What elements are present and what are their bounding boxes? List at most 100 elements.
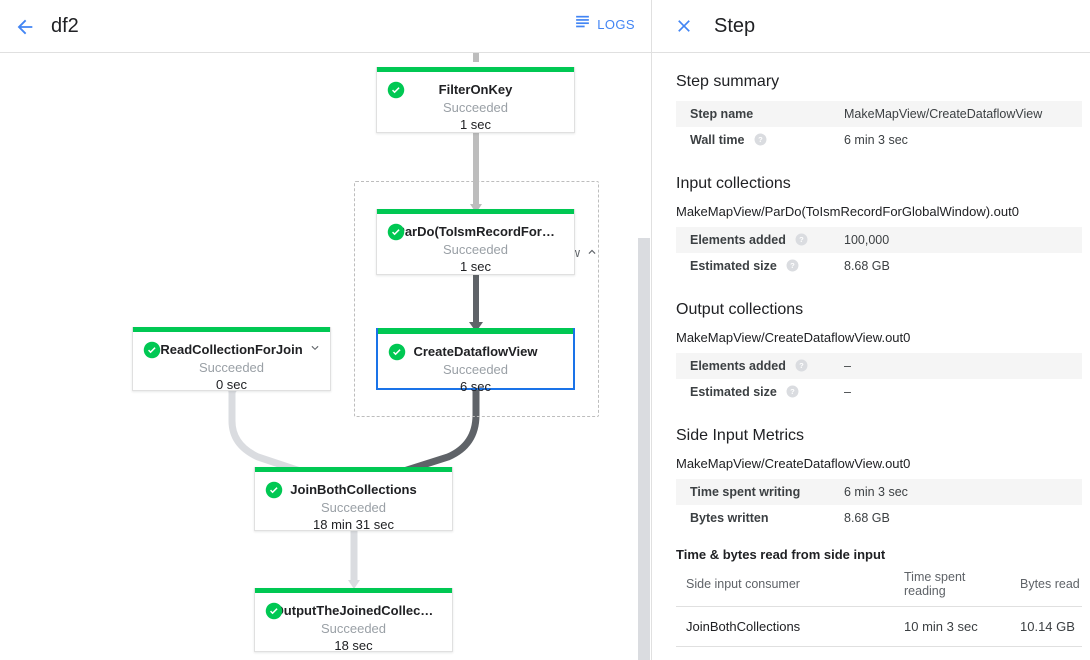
chevron-down-icon[interactable] — [308, 341, 322, 355]
section-input-collections-heading: Input collections — [676, 175, 791, 192]
close-icon[interactable] — [670, 12, 698, 40]
table-row: Estimated size ? 8.68 GB — [676, 253, 1082, 279]
row-value: 6 min 3 sec — [844, 485, 908, 499]
step-panel-body: Step summary Step name MakeMapView/Creat… — [652, 53, 1090, 647]
section-side-input-metrics-heading: Side Input Metrics — [676, 427, 805, 444]
graph-node-filteronkey[interactable]: FilterOnKey Succeeded 1 sec — [376, 67, 575, 133]
node-status: Succeeded — [198, 360, 265, 375]
table-row: Time spent writing 6 min 3 sec — [676, 479, 1082, 505]
top-app-bar: df2 LOGS — [0, 0, 651, 53]
row-key: Elements added ? — [676, 353, 844, 379]
svg-text:?: ? — [791, 261, 796, 270]
row-key-label: Estimated size — [690, 385, 777, 399]
node-title: CreateDataflowView — [413, 344, 538, 359]
help-icon[interactable]: ? — [795, 233, 808, 246]
node-status-bar — [377, 67, 574, 72]
row-key-label: Elements added — [690, 359, 786, 373]
logs-button-label: LOGS — [597, 16, 635, 32]
graph-pane: df2 LOGS — [0, 0, 651, 660]
node-title: JoinBothCollections — [290, 482, 417, 497]
node-duration: 18 sec — [334, 638, 373, 653]
graph-node-pardo-toismrecord[interactable]: ParDo(ToIsmRecordFor… Succeeded 1 sec — [376, 209, 575, 275]
node-duration: 18 min 31 sec — [313, 517, 394, 532]
section-step-summary-heading: Step summary — [676, 73, 780, 90]
column-header-side-input-consumer[interactable]: Side input consumer — [676, 568, 894, 607]
arrow-back-icon[interactable] — [10, 12, 40, 42]
pane-divider — [651, 0, 652, 660]
row-key: Estimated size ? — [676, 379, 844, 405]
row-key: Step name — [690, 107, 754, 121]
row-value: 100,000 — [844, 233, 890, 247]
cell-consumer: JoinBothCollections — [676, 606, 894, 647]
step-summary-table: Step name MakeMapView/CreateDataflowView… — [676, 101, 1082, 153]
chevron-up-icon[interactable] — [585, 245, 599, 259]
check-circle-icon — [265, 481, 283, 499]
table-row: Elements added ? 100,000 — [676, 227, 1082, 253]
row-key: Wall time ? — [676, 127, 844, 153]
logs-list-icon — [574, 13, 591, 35]
node-status-bar — [378, 328, 573, 334]
help-icon[interactable]: ? — [786, 385, 799, 398]
node-title: FilterOnKey — [438, 82, 513, 97]
node-body: CreateDataflowView Succeeded 6 sec — [378, 334, 573, 394]
page-title: df2 — [51, 15, 79, 37]
group-makemapview[interactable] — [354, 181, 599, 417]
svg-text:?: ? — [800, 361, 805, 370]
check-circle-icon — [143, 341, 161, 359]
check-circle-icon — [387, 223, 405, 241]
input-collections-table: Elements added ? 100,000 Estimated size … — [676, 227, 1082, 279]
graph-node-joinbothcollections[interactable]: JoinBothCollections Succeeded 18 min 31 … — [254, 467, 453, 532]
help-icon[interactable]: ? — [754, 133, 767, 146]
row-value: – — [844, 359, 851, 373]
side-input-read-title: Time & bytes read from side input — [676, 547, 886, 562]
row-key-label: Estimated size — [690, 259, 777, 273]
logs-button[interactable]: LOGS — [574, 13, 635, 35]
node-duration: 1 sec — [459, 117, 492, 132]
node-body: ParDo(ToIsmRecordFor… Succeeded 1 sec — [377, 214, 574, 274]
table-row: Step name MakeMapView/CreateDataflowView — [676, 101, 1082, 127]
job-graph-canvas[interactable]: MakeMapView FilterOnKey Succeeded 1 sec — [0, 53, 651, 660]
node-duration: 1 sec — [459, 259, 492, 274]
check-circle-icon — [387, 81, 405, 99]
graph-scrollbar[interactable] — [637, 53, 651, 660]
node-status: Succeeded — [442, 362, 509, 377]
node-duration: 0 sec — [215, 377, 248, 392]
help-icon[interactable]: ? — [795, 359, 808, 372]
section-output-collections-heading: Output collections — [676, 301, 804, 318]
column-header-bytes-read[interactable]: Bytes read — [1010, 568, 1082, 607]
node-title: ReadCollectionForJoin — [160, 342, 303, 357]
table-header-row: Side input consumer Time spent reading B… — [676, 568, 1082, 607]
node-status: Succeeded — [442, 242, 509, 257]
row-value: 8.68 GB — [844, 511, 890, 525]
side-input-read-table: Side input consumer Time spent reading B… — [676, 568, 1082, 647]
row-key-label: Elements added — [690, 233, 786, 247]
side-input-metrics-table: Time spent writing 6 min 3 sec Bytes wri… — [676, 479, 1082, 531]
cell-bytes-read: 10.14 GB — [1010, 606, 1082, 647]
svg-text:?: ? — [791, 387, 796, 396]
graph-node-outputthejoinedcollection[interactable]: OutputTheJoinedCollec… Succeeded 18 sec — [254, 588, 453, 653]
side-input-collection-name: MakeMapView/CreateDataflowView.out0 — [676, 456, 911, 471]
column-header-time-spent-reading[interactable]: Time spent reading — [894, 568, 1010, 607]
row-value: 6 min 3 sec — [844, 133, 908, 147]
table-row: Wall time ? 6 min 3 sec — [676, 127, 1082, 153]
row-value: MakeMapView/CreateDataflowView — [844, 107, 1043, 121]
row-key: Time spent writing — [690, 485, 801, 499]
node-status: Succeeded — [320, 500, 387, 515]
graph-node-readcollectionforjoin[interactable]: ReadCollectionForJoin Succeeded 0 sec — [132, 327, 331, 392]
output-collection-name: MakeMapView/CreateDataflowView.out0 — [676, 330, 911, 345]
row-key-label: Wall time — [690, 133, 745, 147]
step-details-pane: Step Step summary Step name MakeMapView/… — [652, 0, 1090, 660]
help-icon[interactable]: ? — [786, 259, 799, 272]
svg-text:?: ? — [758, 135, 763, 144]
node-body: JoinBothCollections Succeeded 18 min 31 … — [255, 472, 452, 532]
cell-time-spent-reading: 10 min 3 sec — [894, 606, 1010, 647]
graph-scrollbar-thumb[interactable] — [638, 238, 650, 660]
node-status-bar — [133, 327, 330, 332]
output-collections-table: Elements added ? – Estimated size ? – — [676, 353, 1082, 405]
node-title: ParDo(ToIsmRecordFor… — [396, 224, 555, 239]
graph-node-createdataflowview[interactable]: CreateDataflowView Succeeded 6 sec — [376, 328, 575, 394]
step-panel-title: Step — [714, 15, 756, 37]
node-status: Succeeded — [442, 100, 509, 115]
node-duration: 6 sec — [459, 379, 492, 394]
row-key: Estimated size ? — [676, 253, 844, 279]
